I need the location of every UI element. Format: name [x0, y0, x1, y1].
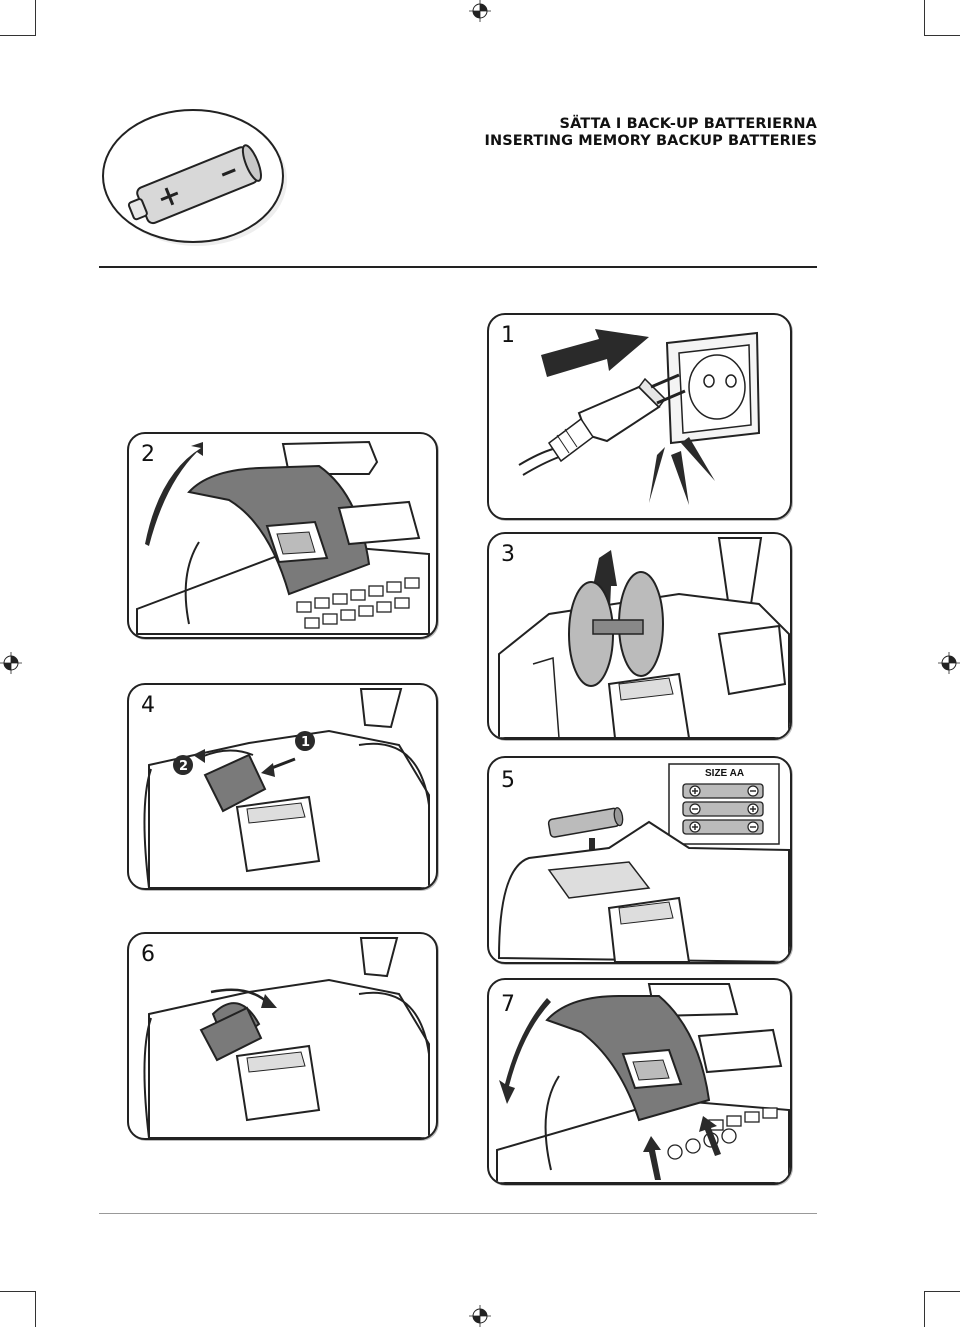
- crop-mark: [0, 1291, 36, 1292]
- open-battery-holder-icon: 1 2: [143, 688, 430, 888]
- step-number: 2: [141, 442, 155, 467]
- remove-paper-roll-icon: [498, 537, 790, 738]
- replace-printer-cover-icon: [496, 983, 790, 1183]
- crop-mark: [924, 35, 960, 36]
- step-3-panel: 3: [487, 532, 792, 740]
- title-english: INSERTING MEMORY BACKUP BATTERIES: [484, 133, 817, 149]
- step-number: 3: [501, 542, 515, 567]
- step-1-panel: 1: [487, 313, 792, 520]
- crop-mark: [924, 0, 925, 36]
- footer-divider: [99, 1213, 817, 1214]
- lift-printer-cover-icon: [136, 440, 430, 635]
- step-2-panel: 2: [127, 432, 438, 639]
- step-number: 5: [501, 768, 515, 793]
- plug-into-socket-icon: [518, 329, 761, 505]
- step-number: 4: [141, 693, 155, 718]
- step-4-panel: 4 1 2: [127, 683, 438, 890]
- callout-2: 2: [179, 759, 188, 774]
- crop-mark: [35, 0, 36, 36]
- step-number: 7: [501, 992, 515, 1017]
- page-title: SÄTTA I BACK-UP BATTERIERNA INSERTING ME…: [485, 116, 818, 150]
- registration-mark-icon: [938, 652, 960, 674]
- title-swedish: SÄTTA I BACK-UP BATTERIERNA: [559, 116, 817, 132]
- crop-mark: [35, 1291, 36, 1327]
- step-number: 1: [501, 323, 515, 348]
- battery-size-label: SIZE AA: [705, 768, 745, 779]
- insert-aa-batteries-icon: [497, 763, 790, 962]
- step-6-panel: 6: [127, 932, 438, 1140]
- step-number: 6: [141, 942, 155, 967]
- close-battery-holder-icon: [143, 937, 430, 1138]
- crop-mark: [924, 1291, 925, 1327]
- aa-battery-icon: [102, 109, 287, 246]
- header-divider: [99, 266, 817, 268]
- step-7-panel: 7: [487, 978, 792, 1185]
- crop-mark: [924, 1291, 960, 1292]
- crop-mark: [0, 35, 36, 36]
- step-5-panel: 5 SIZE AA: [487, 756, 792, 964]
- registration-mark-icon: [469, 0, 491, 22]
- registration-mark-icon: [469, 1305, 491, 1327]
- callout-1: 1: [301, 735, 310, 750]
- registration-mark-icon: [0, 652, 22, 674]
